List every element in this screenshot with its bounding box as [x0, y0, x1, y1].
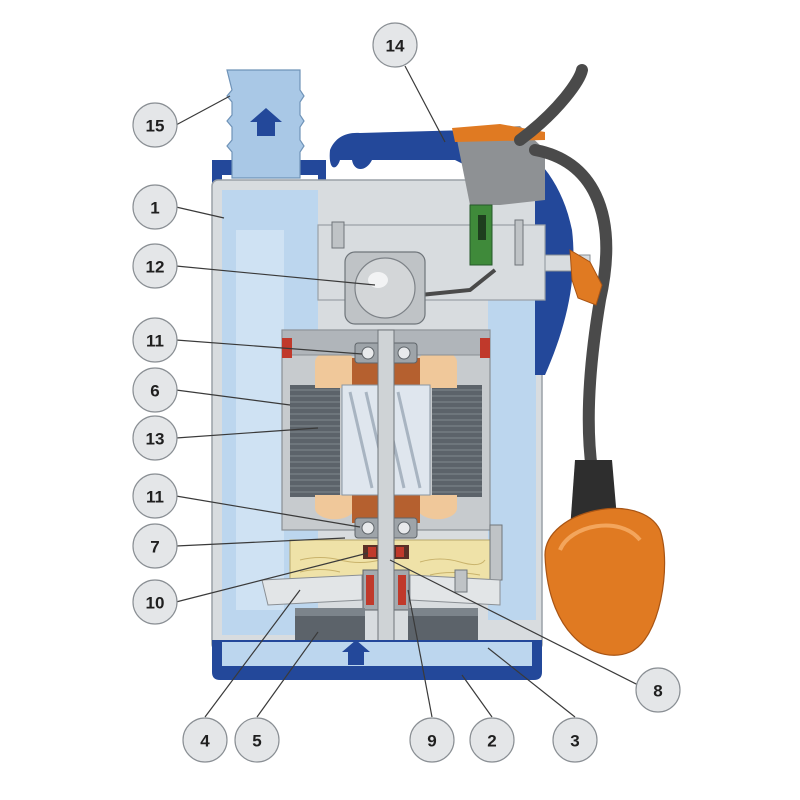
callout-impeller: 5: [234, 717, 280, 763]
discharge-pipe: [212, 69, 326, 225]
callout-pump-body: 4: [182, 717, 228, 763]
callout-label: 7: [150, 538, 159, 557]
stator-laminations: [290, 389, 482, 493]
callout-circle: [372, 22, 418, 68]
callout-circle: [132, 473, 178, 519]
callout-capacitor: 12: [132, 243, 178, 289]
callout-label: 10: [146, 594, 165, 613]
callout-label: 8: [653, 682, 662, 701]
callout-label: 3: [570, 732, 579, 751]
callout-upper-bearing: 11: [132, 317, 178, 363]
capacitor: [344, 251, 426, 325]
callout-circle: [182, 717, 228, 763]
callout-circle: [132, 317, 178, 363]
callout-circle: [409, 717, 455, 763]
callout-handle: 14: [372, 22, 418, 68]
suction-grid: [342, 640, 370, 665]
callout-label: 6: [150, 382, 159, 401]
callout-circle: [132, 523, 178, 569]
callout-base-plate: 2: [469, 717, 515, 763]
base-plate: [212, 640, 542, 680]
callout-circle: [132, 415, 178, 461]
callout-lower-bearing: 11: [132, 473, 178, 519]
callout-circle: [234, 717, 280, 763]
callout-circle: [132, 243, 178, 289]
callout-circle: [132, 367, 178, 413]
callout-circle: [132, 184, 178, 230]
callout-label: 11: [146, 488, 164, 507]
callout-motor-shaft: 8: [635, 667, 681, 713]
callout-motor-casing: 6: [132, 367, 178, 413]
callout-markers: 15 1 12 11 6 13 11 7 10 4 5 9 2 3 8 14: [132, 22, 681, 763]
flow-up-arrow-icon: [250, 108, 282, 136]
flow-inlet-arrow-icon: [342, 640, 370, 665]
callout-label: 12: [146, 258, 165, 277]
callout-outer-housing: 1: [132, 184, 178, 230]
callout-oil-chamber: 7: [132, 523, 178, 569]
callout-label: 1: [150, 199, 159, 218]
callout-label: 15: [146, 117, 165, 136]
pump-body: [261, 569, 501, 606]
callout-label: 2: [487, 732, 496, 751]
float-switch: [514, 64, 666, 656]
callout-label: 4: [200, 732, 210, 751]
callout-discharge-pipe: 15: [132, 102, 178, 148]
callout-label: 11: [146, 332, 164, 351]
callout-circle: [552, 717, 598, 763]
callout-stator-winding: 13: [132, 415, 178, 461]
callout-circle: [635, 667, 681, 713]
leader-lines: [175, 65, 645, 718]
callout-shaft-seal-upper: 10: [132, 579, 178, 625]
callout-suction-grid: 3: [552, 717, 598, 763]
callout-circle: [469, 717, 515, 763]
callout-label: 14: [386, 37, 405, 56]
callout-label: 9: [427, 732, 436, 751]
motor-shaft: [377, 329, 395, 673]
callout-circle: [132, 579, 178, 625]
callout-circle: [132, 102, 178, 148]
callout-label: 13: [146, 430, 165, 449]
callout-label: 5: [252, 732, 261, 751]
callout-mechanical-seal: 9: [409, 717, 455, 763]
